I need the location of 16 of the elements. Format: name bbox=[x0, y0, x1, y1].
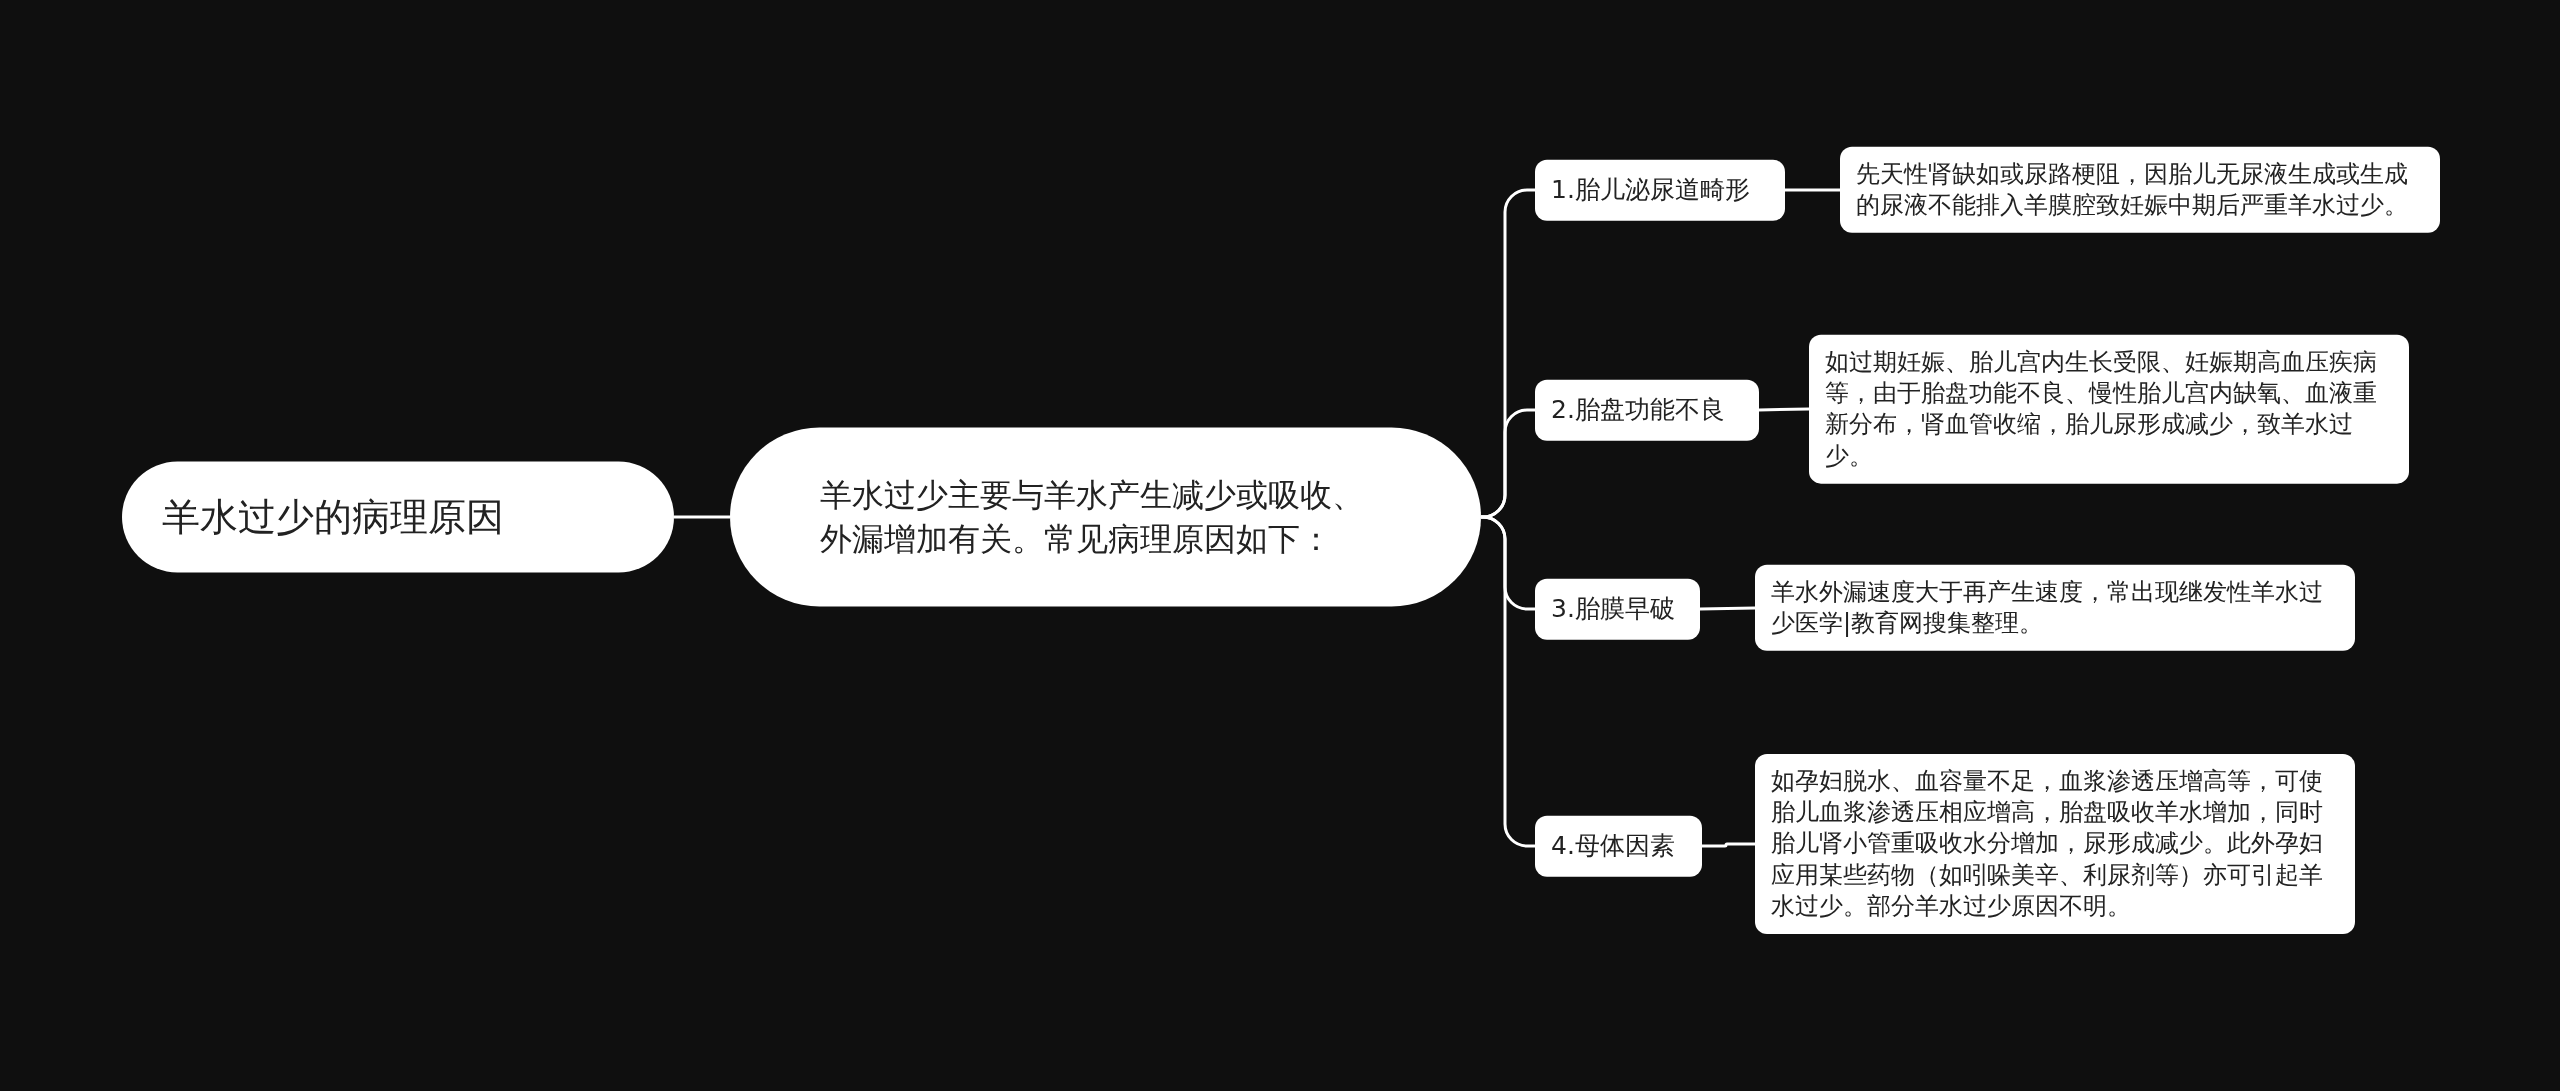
category-topic: 1.胎儿泌尿道畸形 bbox=[1535, 159, 1785, 221]
connector-line bbox=[1480, 408, 1535, 519]
summary-topic: 羊水过少主要与羊水产生减少或吸收、外漏增加有关。常见病理原因如下： bbox=[730, 427, 1481, 607]
category-topic: 4.母体因素 bbox=[1535, 815, 1702, 877]
detail-topic: 羊水外漏速度大于再产生速度，常出现继发性羊水过少医学|教育网搜集整理。 bbox=[1755, 564, 2355, 652]
detail-topic: 先天性肾缺如或尿路梗阻，因胎儿无尿液生成或生成的尿液不能排入羊膜腔致妊娠中期后严重羊水过少。 bbox=[1840, 146, 2440, 234]
connector-line bbox=[674, 515, 730, 519]
connector-line bbox=[1785, 188, 1840, 192]
connector-line bbox=[1699, 606, 1756, 611]
connector-line bbox=[1702, 842, 1755, 848]
detail-topic: 如过期妊娠、胎儿宫内生长受限、妊娠期高血压疾病等，由于胎盘功能不良、慢性胎儿宫内缺氧、血液重新分布，肾血管收缩，胎儿尿形成减少，致羊水过少。 bbox=[1809, 334, 2409, 484]
root-topic: 羊水过少的病理原因 bbox=[122, 461, 674, 573]
connector-line bbox=[1758, 407, 1810, 412]
category-topic: 3.胎膜早破 bbox=[1535, 578, 1700, 640]
category-topic: 2.胎盘功能不良 bbox=[1535, 379, 1759, 441]
detail-topic: 如孕妇脱水、血容量不足，血浆渗透压增高等，可使胎儿血浆渗透压相应增高，胎盘吸收羊水增加，同时胎儿肾小管重吸收水分增加，尿形成减少。此外孕妇应用某些药物（如吲哚美辛、利尿剂等）亦可引起羊水过少。部分羊水过少原因不明。 bbox=[1755, 754, 2355, 934]
